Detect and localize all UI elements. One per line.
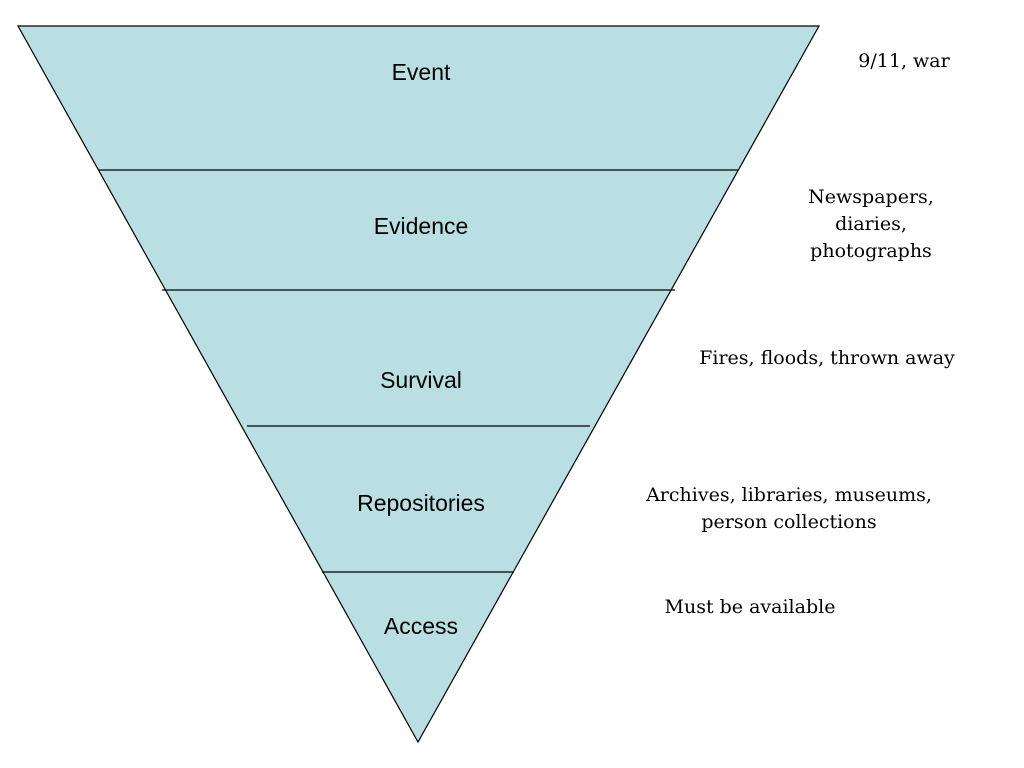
note-line: person collections xyxy=(701,511,877,533)
tier-label-repositories: Repositories xyxy=(357,490,485,516)
note-line: diaries, xyxy=(835,213,907,235)
note-repositories: Archives, libraries, museums, person col… xyxy=(624,482,954,536)
note-access: Must be available xyxy=(640,594,860,621)
note-line: photographs xyxy=(810,240,932,262)
funnel-triangle xyxy=(16,25,821,744)
note-line: Fires, floods, thrown away xyxy=(699,347,955,369)
note-line: Must be available xyxy=(664,596,836,618)
tier-label-access: Access xyxy=(384,613,458,639)
tier-label-evidence: Evidence xyxy=(374,213,469,239)
note-line: Newspapers, xyxy=(808,186,934,208)
note-evidence: Newspapers, diaries, photographs xyxy=(771,184,971,265)
note-line: 9/11, war xyxy=(858,50,950,72)
note-line: Archives, libraries, museums, xyxy=(646,484,932,506)
note-event: 9/11, war xyxy=(824,48,984,75)
tier-label-event: Event xyxy=(392,59,451,85)
tier-label-survival: Survival xyxy=(380,367,462,393)
note-survival: Fires, floods, thrown away xyxy=(682,345,972,372)
